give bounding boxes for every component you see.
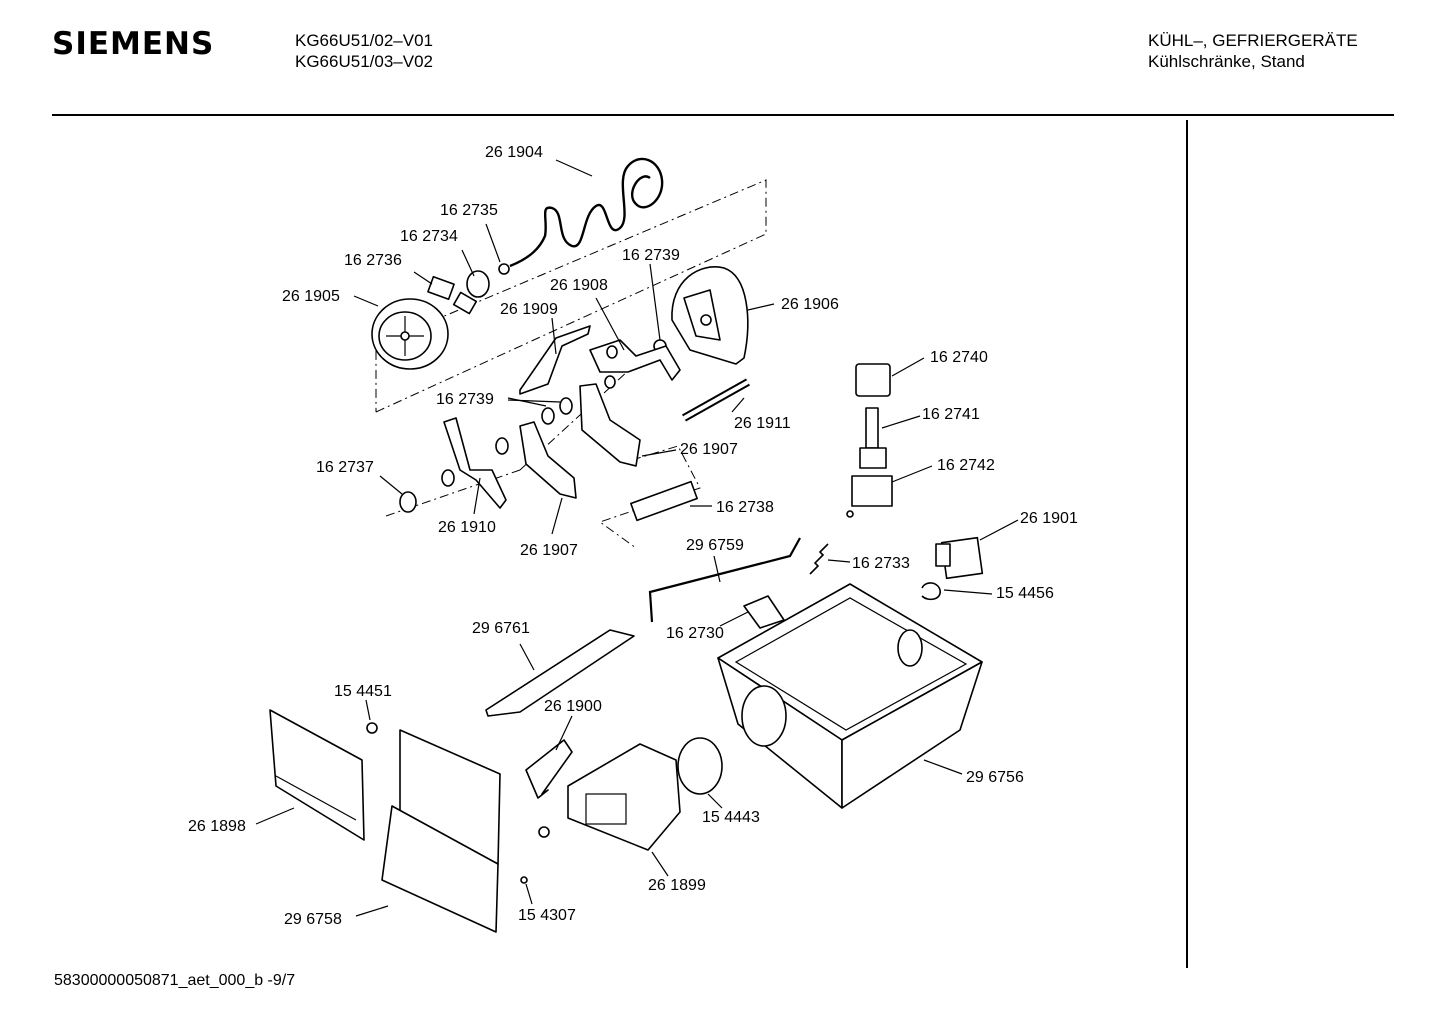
header-divider (52, 114, 1394, 116)
bracket-26-1907-upper (579, 383, 641, 467)
bracket-26-1900 (525, 739, 573, 799)
part-label: 15 4451 (334, 683, 392, 700)
cover-part (485, 629, 635, 717)
clip-15-4456 (921, 582, 941, 601)
part-label: 26 1911 (734, 415, 791, 432)
washer-group (399, 345, 618, 513)
category-line-2: Kühlschränke, Stand (1148, 52, 1305, 71)
clip-part (427, 275, 455, 301)
bracket-26-1908 (589, 339, 681, 381)
drawer-part (381, 729, 501, 933)
bracket-26-1909 (519, 325, 591, 395)
front-panel-part (269, 709, 365, 841)
part-label: 26 1901 (1020, 510, 1078, 527)
part-label: 26 1907 (680, 441, 738, 458)
part-label: 16 2739 (436, 391, 494, 408)
part-label: 16 2734 (400, 228, 458, 245)
fan-housing-part (671, 266, 749, 365)
part-label: 29 6761 (472, 620, 530, 637)
part-label: 26 1904 (485, 144, 543, 161)
part-label: 15 4443 (702, 809, 760, 826)
bracket-16-2738 (630, 480, 698, 522)
part-label: 29 6759 (686, 537, 744, 554)
clip-16-2730 (743, 595, 785, 629)
part-label: 26 1905 (282, 288, 340, 305)
part-label: 15 4307 (518, 907, 576, 924)
part-label: 26 1900 (544, 698, 602, 715)
part-label: 26 1909 (500, 301, 558, 318)
fan-wheel-part (371, 298, 449, 370)
part-label: 16 2736 (344, 252, 402, 269)
model-numbers: KG66U51/02–V01 KG66U51/03–V02 (295, 30, 433, 72)
part-label: 29 6758 (284, 911, 342, 928)
ring-part (677, 737, 723, 795)
part-label: 16 2730 (666, 625, 724, 642)
side-divider (1186, 120, 1188, 968)
part-label: 26 1906 (781, 296, 839, 313)
timer-part (935, 536, 984, 580)
part-label: 15 4456 (996, 585, 1054, 602)
holder-part (851, 475, 893, 507)
clip-part-2 (452, 291, 478, 315)
part-label: 16 2739 (622, 247, 680, 264)
heater-coil-part (509, 157, 664, 268)
brand-logo: SIEMENS (52, 26, 215, 62)
part-label: 26 1908 (550, 277, 608, 294)
link-rod-part (648, 537, 801, 623)
screw-15-4307 (520, 876, 528, 884)
category-line-1: KÜHL–, GEFRIERGERÄTE (1148, 31, 1358, 50)
leader-lines (255, 159, 1019, 917)
model-number-2: KG66U51/03–V02 (295, 52, 433, 71)
bracket-26-1907-lower (519, 421, 577, 499)
spring-part (809, 543, 829, 575)
part-labels: 26 1904 16 2735 16 2734 16 2736 26 1905 … (188, 144, 1078, 928)
solenoid-part (859, 407, 887, 469)
part-label: 16 2741 (922, 406, 980, 423)
fan-cover-part (567, 743, 681, 851)
capacitor-part (855, 363, 891, 397)
part-label: 16 2740 (930, 349, 988, 366)
part-label: 26 1910 (438, 519, 496, 536)
part-label: 26 1907 (520, 542, 578, 559)
part-label: 16 2738 (716, 499, 774, 516)
bracket-26-1910 (443, 417, 507, 509)
part-label: 16 2735 (440, 202, 498, 219)
part-label: 16 2737 (316, 459, 374, 476)
part-label: 29 6756 (966, 769, 1024, 786)
screw-part (846, 510, 854, 518)
document-id: 58300000050871_aet_000_b -9/7 (54, 972, 296, 989)
drawer-box-part (717, 583, 983, 809)
part-label: 16 2733 (852, 555, 910, 572)
product-category: KÜHL–, GEFRIERGERÄTE Kühlschränke, Stand (1148, 30, 1358, 72)
nut-part (538, 826, 550, 838)
part-label: 26 1899 (648, 877, 706, 894)
grommet-part (498, 263, 510, 275)
bushing-part (466, 270, 490, 298)
screw-15-4451 (366, 722, 378, 734)
model-number-1: KG66U51/02–V01 (295, 31, 433, 50)
part-label: 26 1898 (188, 818, 246, 835)
part-label: 16 2742 (937, 457, 995, 474)
